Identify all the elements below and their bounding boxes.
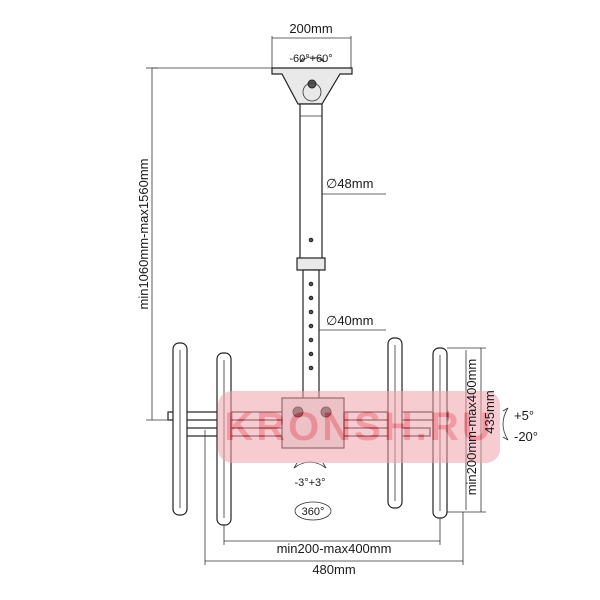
vesa-horizontal-label: min200-max400mm [277,541,392,556]
overall-width-label: 480mm [312,562,355,577]
height-dimension [146,67,168,421]
watermark: KRONSH.RU [218,391,500,463]
ceiling-bracket [271,36,353,105]
bottom-dimensions [204,430,464,565]
telescopic-pole [296,103,326,401]
bottom-swivel-label: -3°+3° [294,477,325,489]
tilt-arrow [502,407,509,441]
height-range-label: min1060mm-max1560mm [136,159,151,310]
vesa-vertical-label: min200mm-max400mm [464,359,479,496]
plate-height-label: 435mm [482,390,497,433]
left-rear-arm [172,342,188,516]
lower-pole-diameter-label: ∅40mm [326,313,373,328]
watermark-text: KRONSH.RU [224,405,493,449]
rotate-ellipse [294,501,332,521]
upper-pole-diameter-label: ∅48mm [326,176,373,191]
tilt-up-label: +5° [514,408,534,423]
top-swivel-label: -60°+60° [289,53,332,65]
tilt-down-label: -20° [514,429,538,444]
watermark-band [218,391,500,463]
rotate-label: 360° [302,506,325,518]
top-width-label: 200mm [289,21,332,36]
